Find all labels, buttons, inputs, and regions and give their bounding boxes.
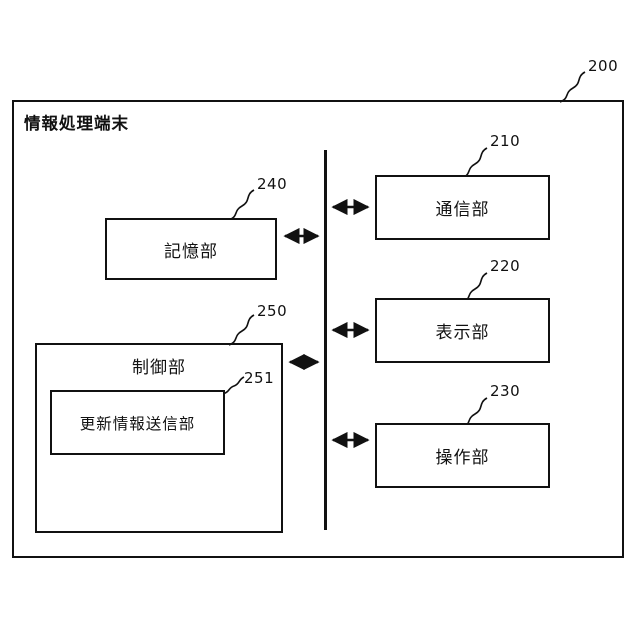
communication-unit-label: 通信部 <box>435 200 490 220</box>
display-unit-label: 表示部 <box>435 323 490 343</box>
ref-label-251: 251 <box>244 369 275 387</box>
ref-label-210: 210 <box>490 132 521 150</box>
control-unit-label: 制御部 <box>132 358 186 378</box>
leader-240 <box>228 189 255 221</box>
terminal-title: 情報処理端末 <box>24 114 129 133</box>
ref-label-200: 200 <box>588 57 619 75</box>
leader-250 <box>228 314 255 346</box>
terminal-frame <box>12 100 624 558</box>
ref-label-230: 230 <box>490 382 521 400</box>
storage-unit-box: 記憶部 <box>105 218 277 280</box>
update-info-sender-box: 更新情報送信部 <box>50 390 225 455</box>
operation-unit-box: 操作部 <box>375 423 550 488</box>
ref-label-240: 240 <box>257 175 288 193</box>
control-unit-box <box>35 343 283 533</box>
ref-label-250: 250 <box>257 302 288 320</box>
display-unit-box: 表示部 <box>375 298 550 363</box>
storage-unit-label: 記憶部 <box>164 241 218 262</box>
update-info-sender-label: 更新情報送信部 <box>79 414 196 433</box>
leader-210 <box>461 147 488 179</box>
operation-unit-label: 操作部 <box>435 448 490 468</box>
communication-unit-box: 通信部 <box>375 175 550 240</box>
leader-200 <box>559 71 586 103</box>
leader-251 <box>222 376 245 395</box>
ref-label-220: 220 <box>490 257 521 275</box>
